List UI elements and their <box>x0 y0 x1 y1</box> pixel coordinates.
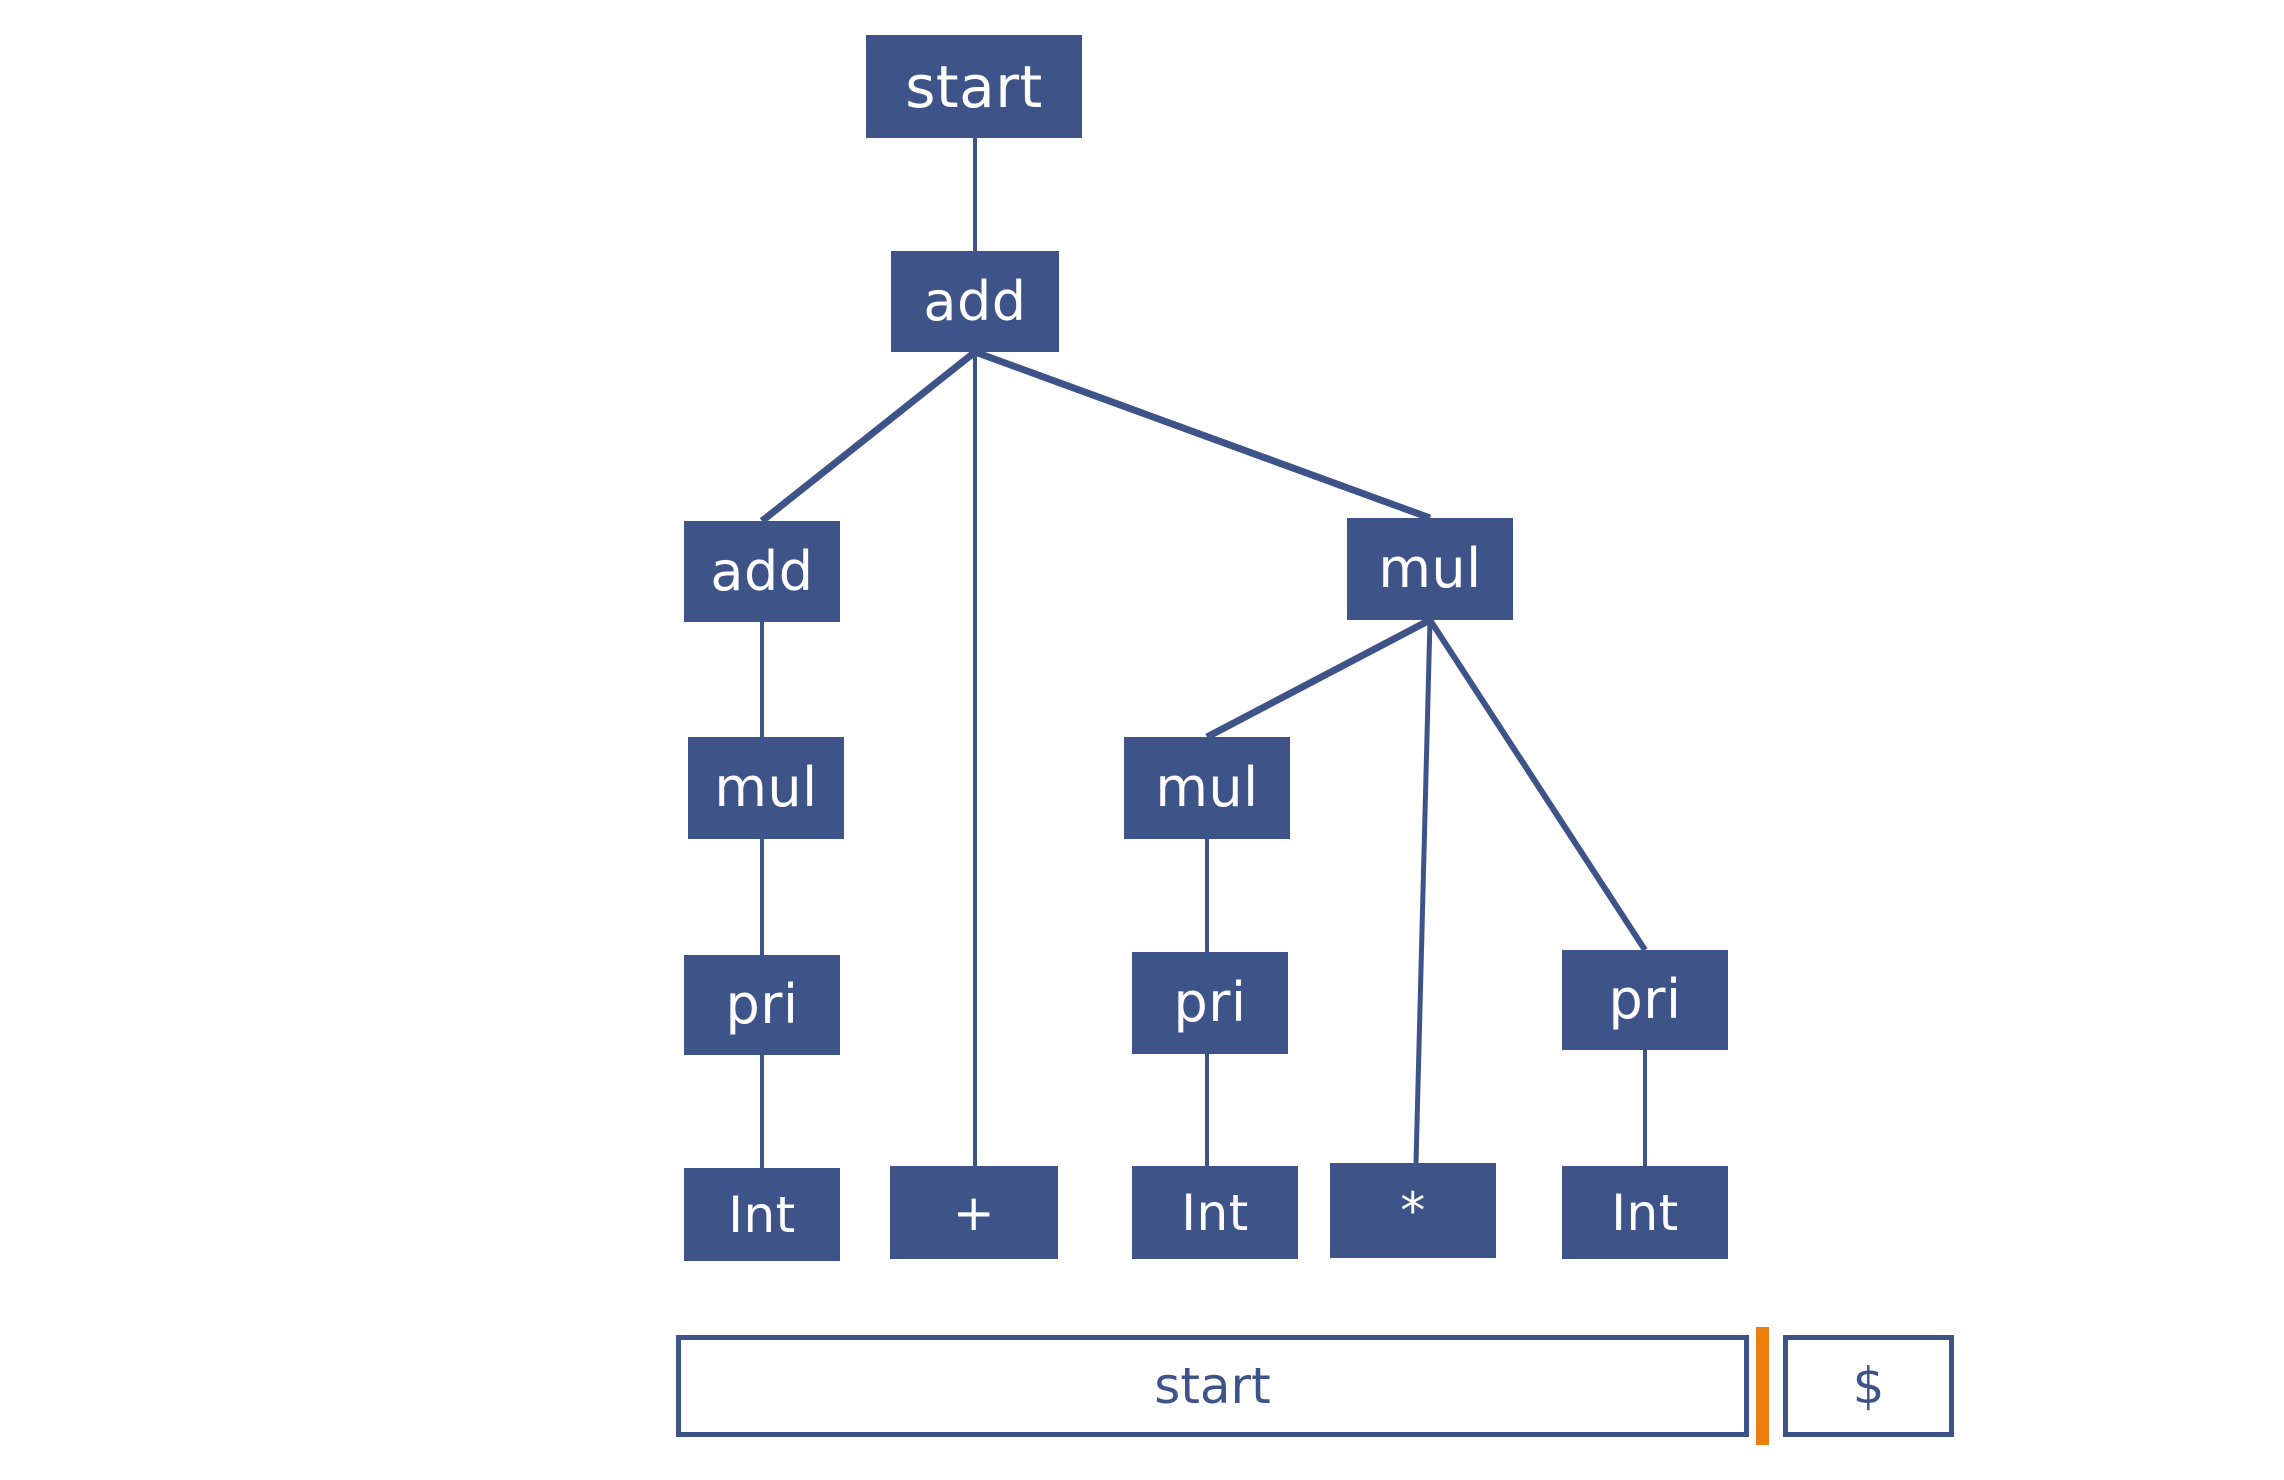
tree-node-plus[interactable]: + <box>890 1166 1058 1259</box>
tree-node-mul3[interactable]: mul <box>1124 737 1290 839</box>
tree-node-add2[interactable]: add <box>684 521 840 622</box>
tree-edge-mul1-to-pri3 <box>1427 618 1648 952</box>
tree-node-label: pri <box>725 973 799 1036</box>
tree-node-int3[interactable]: Int <box>1562 1166 1728 1259</box>
tree-node-label: pri <box>1173 971 1247 1034</box>
tree-edge-mul1-to-mul3 <box>1205 616 1432 741</box>
tree-node-pri2[interactable]: pri <box>1132 952 1288 1054</box>
tree-node-label: mul <box>714 756 818 819</box>
tree-node-add1[interactable]: add <box>891 251 1059 352</box>
tree-node-label: Int <box>728 1185 796 1244</box>
stack-eof-label: $ <box>1852 1357 1885 1415</box>
tree-node-label: mul <box>1378 537 1482 600</box>
tree-node-pri1[interactable]: pri <box>684 955 840 1055</box>
tree-node-star[interactable]: * <box>1330 1163 1496 1258</box>
tree-node-label: add <box>710 539 814 603</box>
tree-node-start[interactable]: start <box>866 35 1082 138</box>
stack-symbol-cell[interactable]: start <box>676 1335 1749 1437</box>
tree-node-label: + <box>952 1183 996 1242</box>
tree-node-label: add <box>923 269 1027 333</box>
tree-node-label: Int <box>1611 1183 1679 1242</box>
tree-node-label: start <box>905 52 1043 121</box>
tree-node-int1[interactable]: Int <box>684 1168 840 1261</box>
tree-edge-add1-to-mul1 <box>973 348 1432 522</box>
stack-position-pointer-icon <box>1756 1327 1769 1445</box>
tree-node-pri3[interactable]: pri <box>1562 950 1728 1050</box>
stack-eof-cell[interactable]: $ <box>1783 1335 1954 1437</box>
tree-node-label: mul <box>1155 756 1259 819</box>
tree-edge-add1-to-add2 <box>759 349 978 524</box>
tree-node-label: pri <box>1608 968 1682 1031</box>
tree-node-label: Int <box>1181 1183 1249 1242</box>
tree-node-label: * <box>1400 1181 1426 1240</box>
tree-node-mul2[interactable]: mul <box>688 737 844 839</box>
tree-node-mul1[interactable]: mul <box>1347 518 1513 620</box>
tree-edge-mul1-to-star <box>1413 619 1433 1164</box>
tree-node-int2[interactable]: Int <box>1132 1166 1298 1259</box>
stack-symbol-label: start <box>1154 1357 1271 1415</box>
